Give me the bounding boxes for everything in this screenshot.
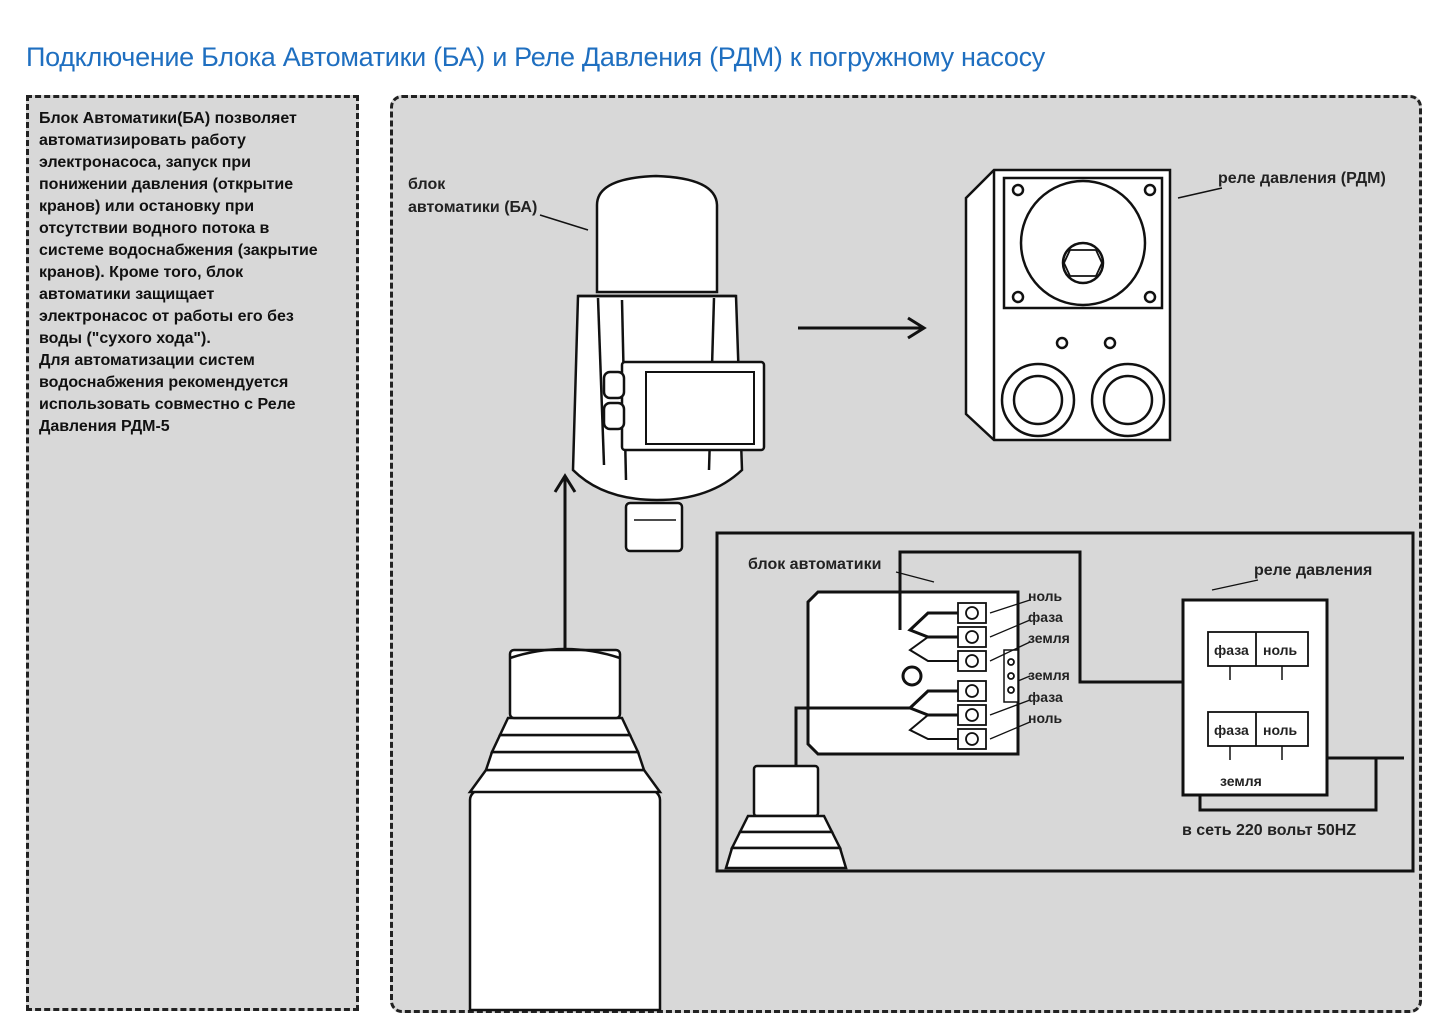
arrow-to-relay	[798, 316, 927, 340]
label-term-nol-2: ноль	[1028, 710, 1063, 726]
description-text: Блок Автоматики(БА) позволяет автоматизир…	[39, 108, 354, 438]
label-term-nol-1: ноль	[1028, 588, 1063, 604]
label-relay-nol-1: ноль	[1263, 642, 1298, 658]
automation-unit	[571, 174, 766, 553]
terminals	[957, 602, 1019, 750]
description-line: электронасос от работы его без	[39, 308, 294, 325]
description-line: автоматики защищает	[39, 286, 215, 303]
label-relay-zemlya: земля	[1220, 773, 1262, 789]
label-mains: в сеть 220 вольт 50HZ	[1182, 822, 1356, 839]
description-line: кранов). Кроме того, блок	[39, 264, 244, 281]
description-line: понижении давления (открытие	[39, 176, 294, 193]
description-line: кранов) или остановку при	[39, 198, 255, 215]
description-line: водоснабжения рекомендуется	[39, 374, 289, 391]
label-term-zemlya-2: земля	[1028, 667, 1070, 683]
page-title: Подключение Блока Автоматики (БА) и Реле…	[26, 42, 1045, 72]
description-line: Для автоматизации систем	[39, 352, 255, 369]
description-panel: Блок Автоматики(БА) позволяет автоматизир…	[26, 95, 359, 1011]
wiring-pump	[724, 764, 848, 870]
label-wiring-ba: блок автоматики	[748, 556, 881, 573]
pressure-relay	[964, 168, 1172, 442]
description-line: Давления РДМ-5	[39, 418, 170, 435]
label-relay-faza-2: фаза	[1214, 722, 1249, 738]
description-line: системе водоснабжения (закрытие	[39, 242, 318, 259]
label-term-zemlya-1: земля	[1028, 630, 1070, 646]
label-ba-line1: блок	[408, 176, 446, 193]
wiring-relay	[1181, 598, 1329, 797]
label-ba-line2: автоматики (БА)	[408, 199, 537, 216]
label-rdm: реле давления (РДМ)	[1218, 170, 1386, 187]
description-line: использовать совместно с Реле	[39, 396, 296, 413]
description-line: электронасоса, запуск при	[39, 154, 252, 171]
label-wiring-relay: реле давления	[1254, 562, 1372, 579]
description-line: отсутствии водного потока в	[39, 220, 270, 237]
description-line: Блок Автоматики(БА) позволяет	[39, 110, 297, 127]
arrow-up	[553, 473, 577, 650]
submersible-pump	[467, 647, 663, 1012]
label-relay-nol-2: ноль	[1263, 722, 1298, 738]
label-term-faza-2: фаза	[1028, 689, 1063, 705]
label-term-faza-1: фаза	[1028, 609, 1063, 625]
description-line: воды ("сухого хода").	[39, 330, 211, 347]
description-line: автоматизировать работу	[39, 132, 246, 149]
label-relay-faza-1: фаза	[1214, 642, 1249, 658]
